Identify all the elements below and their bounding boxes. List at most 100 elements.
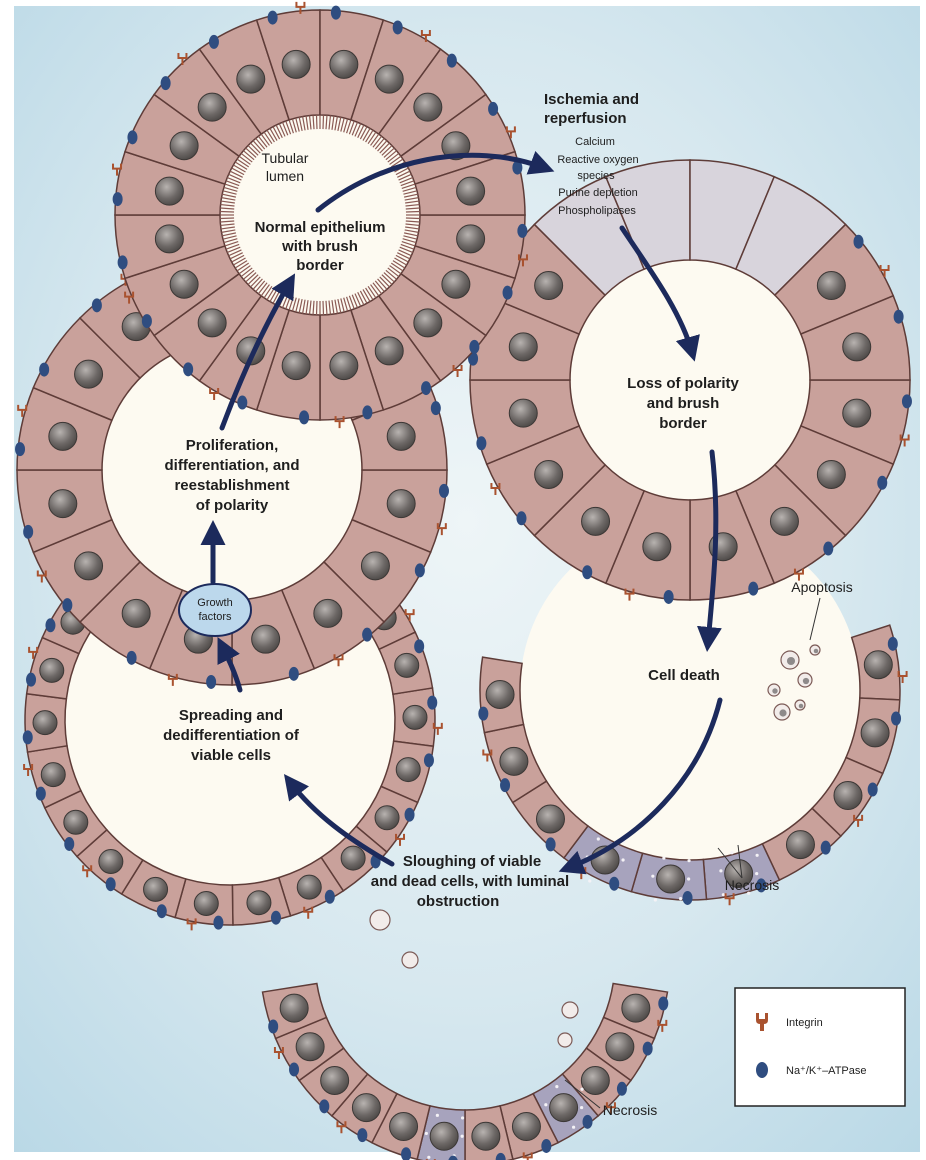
necrotic-granule [730, 851, 733, 854]
na-k-atpase-marker [431, 401, 441, 415]
na-k-atpase-marker [209, 35, 219, 49]
normal-epithelium-line-3: border [296, 257, 344, 274]
necrotic-granule [719, 869, 722, 872]
cell-nucleus [606, 1033, 634, 1061]
cell-nucleus [442, 270, 470, 298]
cell-nucleus [361, 552, 389, 580]
na-k-atpase-marker [478, 707, 488, 721]
sloughed-cell [562, 1002, 578, 1018]
ischemia-title-line-1: Ischemia and [544, 91, 639, 108]
cell-nucleus [170, 270, 198, 298]
necrotic-granule [662, 856, 665, 859]
ischemia-factor-phospholipases: Phospholipases [558, 205, 636, 217]
na-k-atpase-marker [325, 890, 335, 904]
necrotic-granule [687, 859, 690, 862]
na-k-atpase-marker [664, 590, 674, 604]
na-k-atpase-marker [45, 618, 55, 632]
na-k-atpase-marker [447, 54, 457, 68]
necrosis-right-label: Necrosis [725, 877, 779, 893]
ischemia-factor-reactive-oxygen: Reactive oxygen [557, 154, 638, 166]
cell-nucleus [770, 507, 798, 535]
na-k-atpase-marker [609, 877, 619, 891]
na-k-atpase-marker [821, 841, 831, 855]
cell-nucleus [457, 225, 485, 253]
na-k-atpase-marker [118, 255, 128, 269]
cell-nucleus [414, 309, 442, 337]
cell-nucleus [282, 352, 310, 380]
na-k-atpase-marker [439, 484, 449, 498]
apoptotic-body-core [814, 649, 819, 654]
na-k-atpase-marker [26, 673, 36, 687]
legend-integrin-label: Integrin [786, 1017, 823, 1029]
cell-nucleus [500, 747, 528, 775]
legend: Integrin Na⁺/K⁺–ATPase [735, 988, 905, 1106]
cell-nucleus [509, 399, 537, 427]
na-k-atpase-marker [62, 598, 72, 612]
na-k-atpase-marker [415, 563, 425, 577]
cell-nucleus [535, 272, 563, 300]
cell-nucleus [387, 490, 415, 518]
cell-nucleus [581, 1066, 609, 1094]
necrotic-granule [651, 875, 654, 878]
na-k-atpase-marker [64, 837, 74, 851]
sloughed-cell [370, 910, 390, 930]
na-k-atpase-marker [362, 628, 372, 642]
tubular-lumen [220, 115, 420, 315]
cell-nucleus [834, 782, 862, 810]
na-k-atpase-marker [161, 76, 171, 90]
necrotic-granule [654, 898, 657, 901]
growth-factors-line-2: factors [198, 611, 232, 623]
cell-nucleus [622, 994, 650, 1022]
na-k-atpase-marker [183, 362, 193, 376]
na-k-atpase-marker [106, 877, 116, 891]
sloughing-line-1: Sloughing of viable [403, 853, 541, 870]
na-k-atpase-marker [421, 381, 431, 395]
na-k-atpase-marker [902, 394, 912, 408]
cell-nucleus [509, 333, 537, 361]
spreading-line-1: Spreading and [179, 707, 283, 724]
necrotic-granule [722, 893, 725, 896]
na-k-atpase-marker [206, 675, 216, 689]
apoptotic-body-core [799, 704, 804, 709]
cell-nucleus [486, 680, 514, 708]
na-k-atpase-marker [582, 565, 592, 579]
na-k-atpase-marker [583, 1115, 593, 1129]
apoptotic-body-core [779, 709, 786, 716]
na-k-atpase-marker [891, 711, 901, 725]
na-k-atpase-marker [36, 787, 46, 801]
cell-nucleus [582, 507, 610, 535]
na-k-atpase-marker [23, 730, 33, 744]
na-k-atpase-marker [268, 1020, 278, 1034]
na-k-atpase-marker [541, 1139, 551, 1153]
growth-factors-line-1: Growth [197, 597, 232, 609]
cell-nucleus [817, 272, 845, 300]
spreading-line-2: dedifferentiation of [163, 727, 300, 744]
normal-epithelium-line-1: Normal epithelium [255, 219, 386, 236]
cell-nucleus [472, 1122, 500, 1150]
na-k-atpase-marker [658, 997, 668, 1011]
necrotic-granule [580, 1106, 583, 1109]
cell-nucleus [99, 850, 123, 874]
ischemia-factor-purine: Purine depletion [558, 187, 638, 199]
na-k-atpase-marker [823, 542, 833, 556]
cell-nucleus [403, 705, 427, 729]
na-k-atpase-marker [854, 235, 864, 249]
necrotic-granule [687, 877, 690, 880]
sloughing-line-2: and dead cells, with luminal [371, 873, 569, 890]
na-k-atpase-marker [405, 808, 415, 822]
necrotic-granule [436, 1114, 439, 1117]
na-k-atpase-marker [289, 667, 299, 681]
na-k-atpase-marker [427, 696, 437, 710]
cell-nucleus [817, 460, 845, 488]
necrotic-granule [679, 897, 682, 900]
cell-nucleus [375, 337, 403, 365]
na-k-atpase-icon [756, 1062, 768, 1078]
cell-nucleus [843, 333, 871, 361]
proliferation-line-2: differentiation, and [165, 457, 300, 474]
na-k-atpase-marker [331, 6, 341, 20]
sloughed-cell [402, 952, 418, 968]
na-k-atpase-marker [488, 102, 498, 116]
na-k-atpase-marker [15, 442, 25, 456]
na-k-atpase-marker [289, 1062, 299, 1076]
cell-nucleus [247, 891, 271, 915]
